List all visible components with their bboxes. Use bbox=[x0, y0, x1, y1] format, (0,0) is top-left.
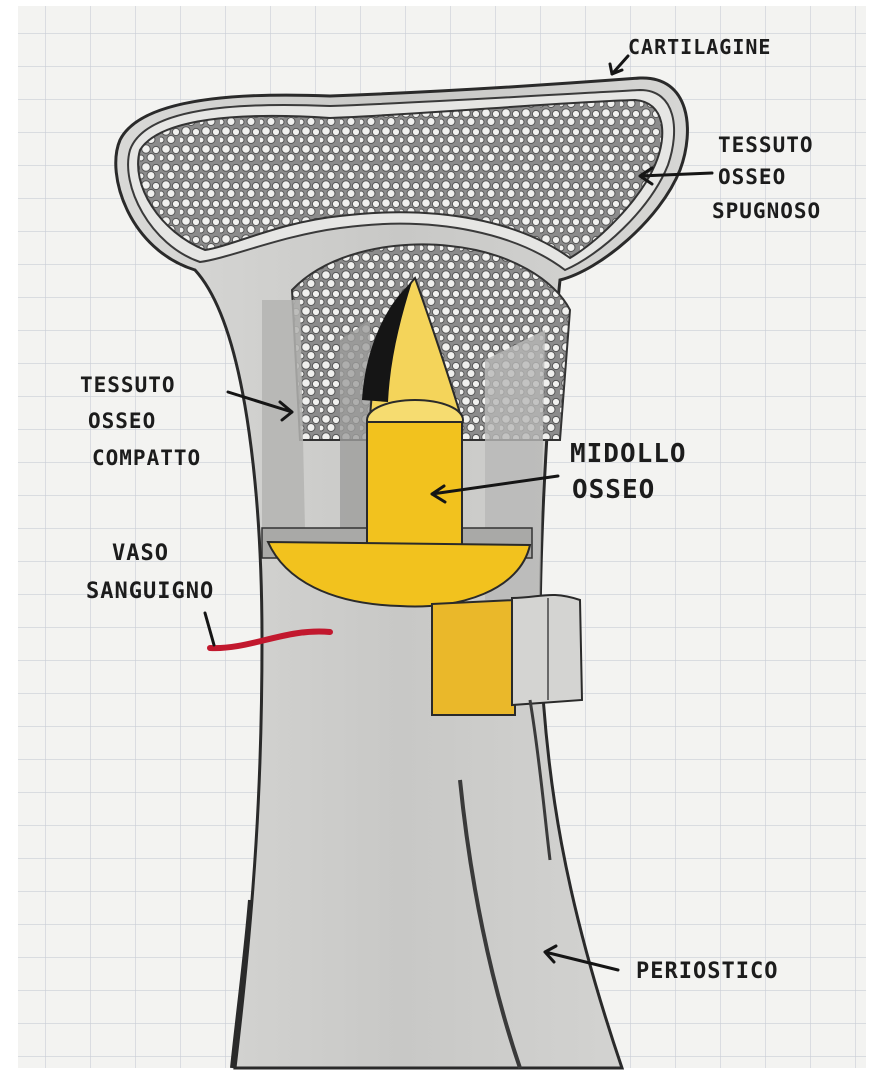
label-compact-2: OSSEO bbox=[88, 409, 156, 433]
label-spongy-3: SPUGNOSO bbox=[712, 199, 821, 223]
label-vessel-1: VASO bbox=[112, 541, 169, 566]
label-marrow-2: OSSEO bbox=[572, 475, 655, 505]
marrow-column bbox=[367, 422, 462, 545]
marrow-lower-block bbox=[432, 600, 515, 715]
compact-bone-left bbox=[262, 300, 305, 530]
label-cartilagine: CARTILAGINE bbox=[628, 35, 771, 59]
label-periosteum: PERIOSTICO bbox=[636, 959, 778, 984]
bone-cut-block bbox=[512, 595, 582, 705]
label-spongy-2: OSSEO bbox=[718, 165, 786, 189]
label-vessel-2: SANGUIGNO bbox=[86, 579, 214, 604]
label-marrow-1: MIDOLLO bbox=[570, 439, 687, 469]
label-compact-3: COMPATTO bbox=[92, 446, 201, 470]
label-compact-1: TESSUTO bbox=[80, 373, 176, 397]
label-spongy-1: TESSUTO bbox=[718, 133, 814, 157]
